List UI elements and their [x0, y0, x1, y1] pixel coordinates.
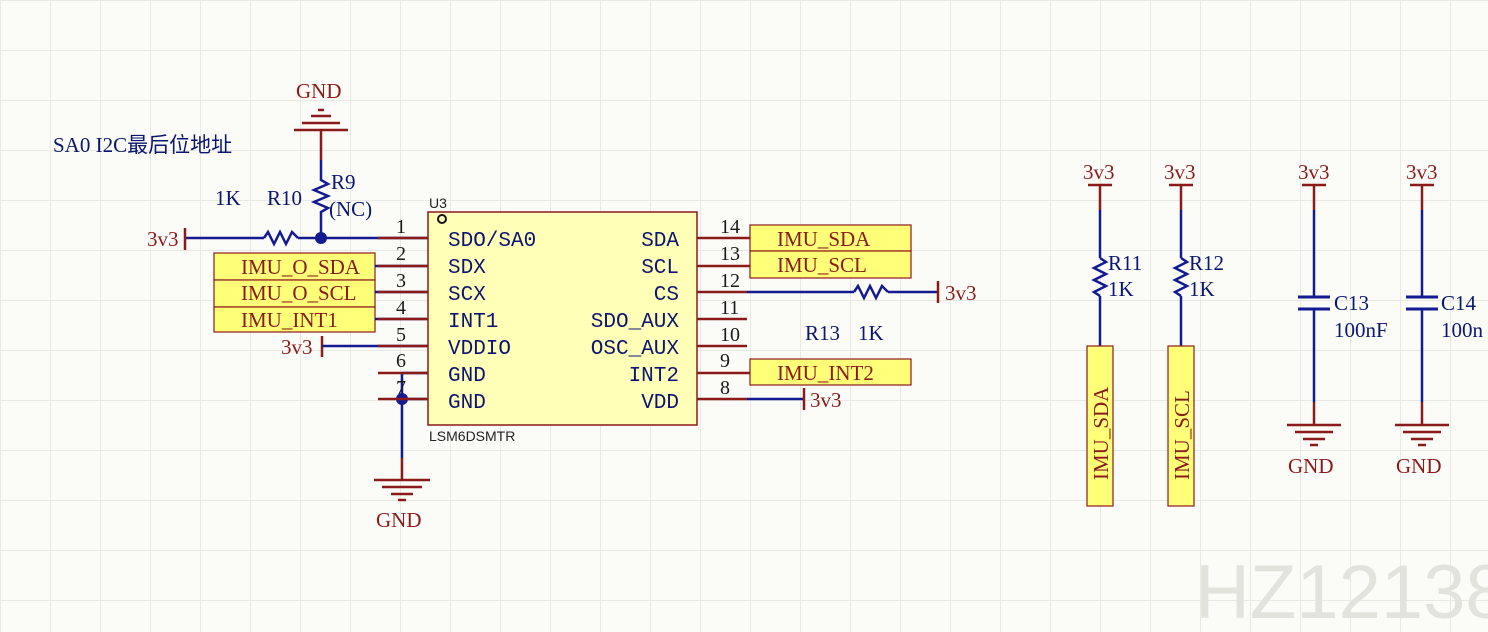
pin-name: GND: [448, 365, 486, 388]
r10-value: 1K: [215, 186, 241, 210]
net-label-imu-scl: IMU_SCL: [749, 250, 912, 279]
pin-name: SDO_AUX: [591, 311, 680, 334]
r11-ref: R11: [1108, 251, 1142, 275]
gnd-label-top: GND: [296, 79, 342, 103]
c13-value: 100nF: [1334, 318, 1388, 342]
r9-value: (NC): [329, 197, 372, 221]
junction-dot: [315, 232, 327, 244]
comment-text: SA0 I2C最后位地址: [53, 133, 232, 157]
vcc-symbol-r13: 3v3: [936, 281, 977, 305]
vcc-symbol-r10: 3v3: [147, 227, 187, 251]
ic-u3: U3 LSM6DSMTR 1 2 3 4 5 6 7 SDO/SA0 SDX S…: [378, 195, 750, 444]
net-label-imu-scl-vertical: IMU_SCL: [1170, 390, 1194, 480]
gnd-label-c13: GND: [1288, 454, 1334, 478]
vcc-symbol-vdd: 3v3: [747, 388, 842, 412]
pin-name: OSC_AUX: [591, 338, 680, 361]
capacitor-c14: 3v3 C14 100n GND: [1395, 160, 1484, 478]
pin-name: VDDIO: [448, 338, 511, 361]
vcc-label-r11: 3v3: [1083, 160, 1115, 184]
pin-num: 5: [396, 324, 406, 346]
svg-text:IMU_INT1: IMU_INT1: [241, 308, 338, 332]
pin-num: 6: [396, 350, 406, 372]
r13-ref: R13: [805, 321, 840, 345]
gnd-label-u3: GND: [376, 508, 422, 532]
pin-name: INT2: [629, 365, 679, 388]
pin-name: SDA: [641, 230, 679, 253]
pin-num: 3: [396, 270, 406, 292]
pin-num: 11: [720, 297, 739, 319]
pin-name: SDO/SA0: [448, 230, 536, 253]
resistor-r10: 1K R10: [185, 186, 430, 247]
vcc-label-c14: 3v3: [1406, 160, 1438, 184]
pin-name: SCX: [448, 284, 486, 307]
pin-num: 12: [720, 270, 740, 292]
svg-text:IMU_O_SCL: IMU_O_SCL: [241, 281, 357, 305]
r10-ref: R10: [267, 186, 302, 210]
u3-ref: U3: [429, 195, 447, 211]
u3-part: LSM6DSMTR: [429, 428, 515, 444]
pin-num: 2: [396, 243, 406, 265]
capacitor-c13: 3v3 C13 100nF GND: [1287, 160, 1388, 478]
pin-name: VDD: [641, 392, 679, 415]
pin-name: SCL: [641, 257, 679, 280]
net-label-imu-o-sda: IMU_O_SDA: [213, 252, 430, 281]
pin-name: INT1: [448, 311, 498, 334]
svg-text:IMU_SCL: IMU_SCL: [777, 253, 867, 277]
pin-num: 4: [396, 297, 406, 319]
pin1-marker-icon: [437, 214, 447, 224]
vcc-label-vddio: 3v3: [281, 335, 313, 359]
pin-name: GND: [448, 392, 486, 415]
svg-text:IMU_INT2: IMU_INT2: [777, 361, 874, 385]
net-label-imu-sda-vertical: IMU_SDA: [1089, 386, 1113, 480]
vcc-label-r12: 3v3: [1164, 160, 1196, 184]
svg-text:IMU_SDA: IMU_SDA: [777, 227, 871, 251]
vcc-label-vdd: 3v3: [810, 388, 842, 412]
pin-num: 14: [720, 216, 740, 238]
svg-text:IMU_O_SDA: IMU_O_SDA: [241, 255, 361, 279]
resistor-r13: R13 1K: [747, 283, 938, 345]
r12-value: 1K: [1189, 277, 1215, 301]
vcc-label-r13: 3v3: [945, 281, 977, 305]
pin-name: CS: [654, 284, 679, 307]
net-label-imu-int1: IMU_INT1: [213, 306, 430, 333]
net-label-imu-int2: IMU_INT2: [749, 358, 912, 386]
gnd-label-c14: GND: [1396, 454, 1442, 478]
pin-name: SDX: [448, 257, 486, 280]
r13-value: 1K: [858, 321, 884, 345]
vcc-label-r10: 3v3: [147, 227, 179, 251]
vcc-label-c13: 3v3: [1298, 160, 1330, 184]
net-label-imu-sda: IMU_SDA: [749, 224, 912, 252]
pin-num: 8: [720, 377, 730, 399]
r9-ref: R9: [331, 170, 356, 194]
watermark-text: HZ12138: [1195, 550, 1488, 632]
c13-ref: C13: [1334, 291, 1369, 315]
resistor-r9: R9 (NC): [310, 160, 372, 238]
gnd-symbol-top: GND: [294, 79, 348, 160]
c14-value: 100n: [1441, 318, 1484, 342]
r12-ref: R12: [1189, 251, 1224, 275]
pullup-r11: 3v3 R11 1K IMU_SDA: [1083, 160, 1142, 507]
pin-num: 7: [396, 377, 406, 399]
pin-num: 1: [396, 216, 406, 238]
pin-num: 9: [720, 350, 730, 372]
pin-num: 13: [720, 243, 740, 265]
c14-ref: C14: [1441, 291, 1477, 315]
r11-value: 1K: [1108, 277, 1134, 301]
pullup-r12: 3v3 R12 1K IMU_SCL: [1164, 160, 1224, 507]
pin-num: 10: [720, 324, 740, 346]
